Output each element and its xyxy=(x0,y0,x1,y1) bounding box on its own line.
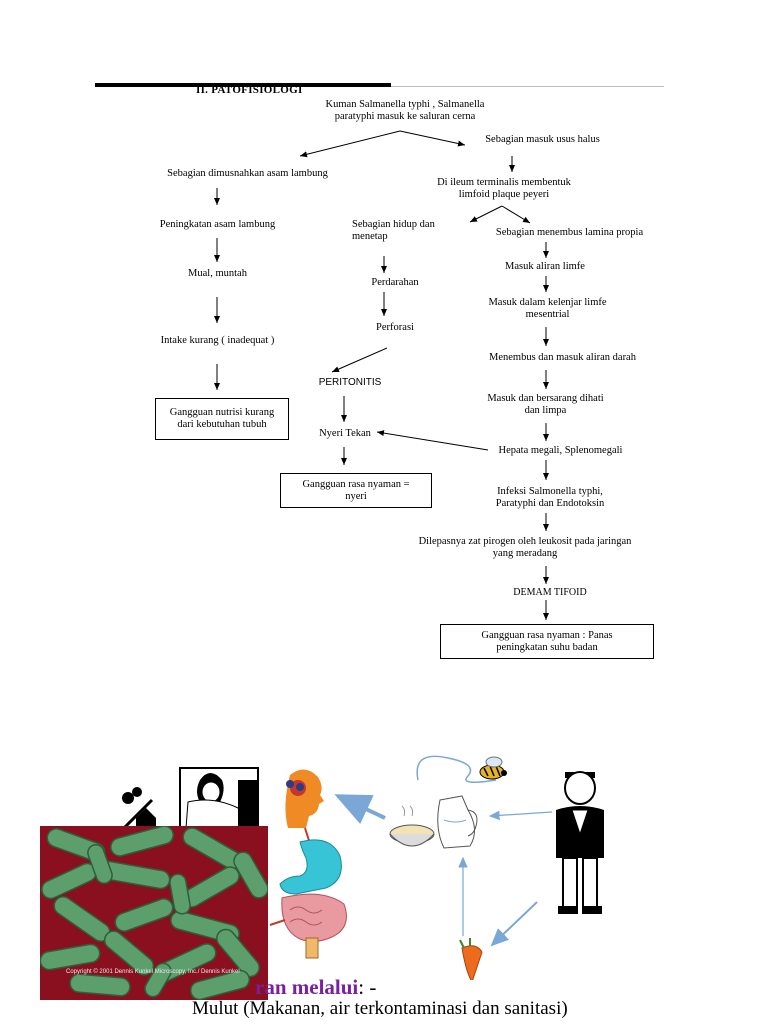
right-node-2-line1: Di ileum terminalis membentuk xyxy=(437,177,571,188)
nutrition-diagnosis-box: Gangguan nutrisi kurang dari kebutuhan t… xyxy=(155,398,289,440)
chain-node-5-line1: Masuk dan bersarang dihati xyxy=(487,393,604,404)
nutrition-box-line1: Gangguan nutrisi kurang xyxy=(169,407,275,418)
chain-node-3-line2: mesentrial xyxy=(525,309,570,320)
sick-patient-in-bed-icon xyxy=(118,767,259,832)
middle-node-2: Perdarahan xyxy=(371,277,419,288)
fever-diagnosis-box: Gangguan rasa nyaman : Panas peningkatan… xyxy=(440,624,654,659)
section-title: II. PATOFISIOLOGI xyxy=(196,84,303,96)
header-rule-thin xyxy=(391,86,664,87)
chain-node-5-line2: dan limpa xyxy=(524,405,567,416)
chain-node-9: DEMAM TIFOID xyxy=(513,587,587,598)
chain-node-3: Masuk dalam kelenjar limfe mesentrial xyxy=(470,297,625,321)
transmission-caption-route: Mulut (Makanan, air terkontaminasi dan s… xyxy=(192,998,568,1019)
left-node-1: Sebagian dimusnahkan asam lambung xyxy=(167,168,328,179)
photo-copyright: Copyright © 2001 Dennis Kunkel Microscop… xyxy=(66,969,240,975)
left-node-4: Intake kurang ( inadequat ) xyxy=(160,335,275,346)
flow-root-line1: Kuman Salmanella typhi , Salmanella xyxy=(325,99,485,110)
chain-node-7: Infeksi Salmonella typhi, Paratyphi dan … xyxy=(480,486,620,510)
right-node-2: Di ileum terminalis membentuk limfoid pl… xyxy=(420,177,588,201)
right-node-1: Sebagian masuk usus halus xyxy=(485,134,600,145)
person-icon xyxy=(556,771,604,914)
left-node-3: Mual, muntah xyxy=(188,268,247,279)
middle-node-1: Sebagian hidup dan menetap xyxy=(352,219,462,243)
chain-node-1: Sebagian menembus lamina propia xyxy=(495,227,644,238)
chain-node-7-line2: Paratyphi dan Endotoksin xyxy=(495,498,605,509)
flow-arrows xyxy=(214,130,549,620)
stomach-intestine-icon xyxy=(269,839,347,959)
fever-box-line2: peningkatan suhu badan xyxy=(496,641,598,653)
transmission-illustration xyxy=(118,755,604,980)
left-node-2: Peningkatan asam lambung xyxy=(159,219,276,230)
header-rule xyxy=(95,83,391,87)
chain-node-8: Dilepasnya zat pirogen oleh leukosit pad… xyxy=(395,536,655,560)
right-node-2-line2: limfoid plaque peyeri xyxy=(458,189,550,200)
fever-box-line1: Gangguan rasa nyaman : Panas xyxy=(481,629,613,641)
flow-root: Kuman Salmanella typhi , Salmanella para… xyxy=(305,99,505,123)
carrot-icon xyxy=(459,938,483,980)
milk-jug-icon xyxy=(437,795,478,849)
middle-node-1-line1: Sebagian hidup dan xyxy=(352,219,435,230)
transmission-caption-title: ran melalui: - xyxy=(255,975,376,1000)
chain-node-4: Menembus dan masuk aliran darah xyxy=(489,352,636,363)
chain-node-5: Masuk dan bersarang dihati dan limpa xyxy=(478,393,613,417)
brain-head-icon xyxy=(285,769,324,828)
nutrition-box-line2: dari kebutuhan tubuh xyxy=(177,419,267,430)
chain-node-2: Masuk aliran limfe xyxy=(505,261,585,272)
caption-title-suffix: : - xyxy=(358,975,377,999)
pain-box-line2: nyeri xyxy=(345,490,367,502)
chain-node-8-line1: Dilepasnya zat pirogen oleh leukosit pad… xyxy=(418,536,632,547)
chain-node-8-line2: yang meradang xyxy=(492,548,558,559)
middle-node-1-line2: menetap xyxy=(352,231,388,242)
chain-node-7-line1: Infeksi Salmonella typhi, xyxy=(497,486,603,497)
bacteria-rods xyxy=(40,826,268,1000)
bacteria-micrograph xyxy=(40,826,268,1000)
pain-box-line1: Gangguan rasa nyaman = xyxy=(302,478,410,490)
pain-diagnosis-box: Gangguan rasa nyaman = nyeri xyxy=(280,473,432,508)
middle-node-4: PERITONITIS xyxy=(318,377,382,388)
flow-root-line2: paratyphi masuk ke saluran cerna xyxy=(334,111,476,122)
food-bowl-icon xyxy=(389,805,435,847)
middle-node-5: Nyeri Tekan xyxy=(319,428,371,439)
caption-title-text: ran melalui xyxy=(255,975,359,999)
chain-node-3-line1: Masuk dalam kelenjar limfe xyxy=(488,297,607,308)
middle-node-3: Perforasi xyxy=(376,322,414,333)
fly-icon xyxy=(479,756,507,780)
chain-node-6: Hepata megali, Splenomegali xyxy=(498,445,623,456)
